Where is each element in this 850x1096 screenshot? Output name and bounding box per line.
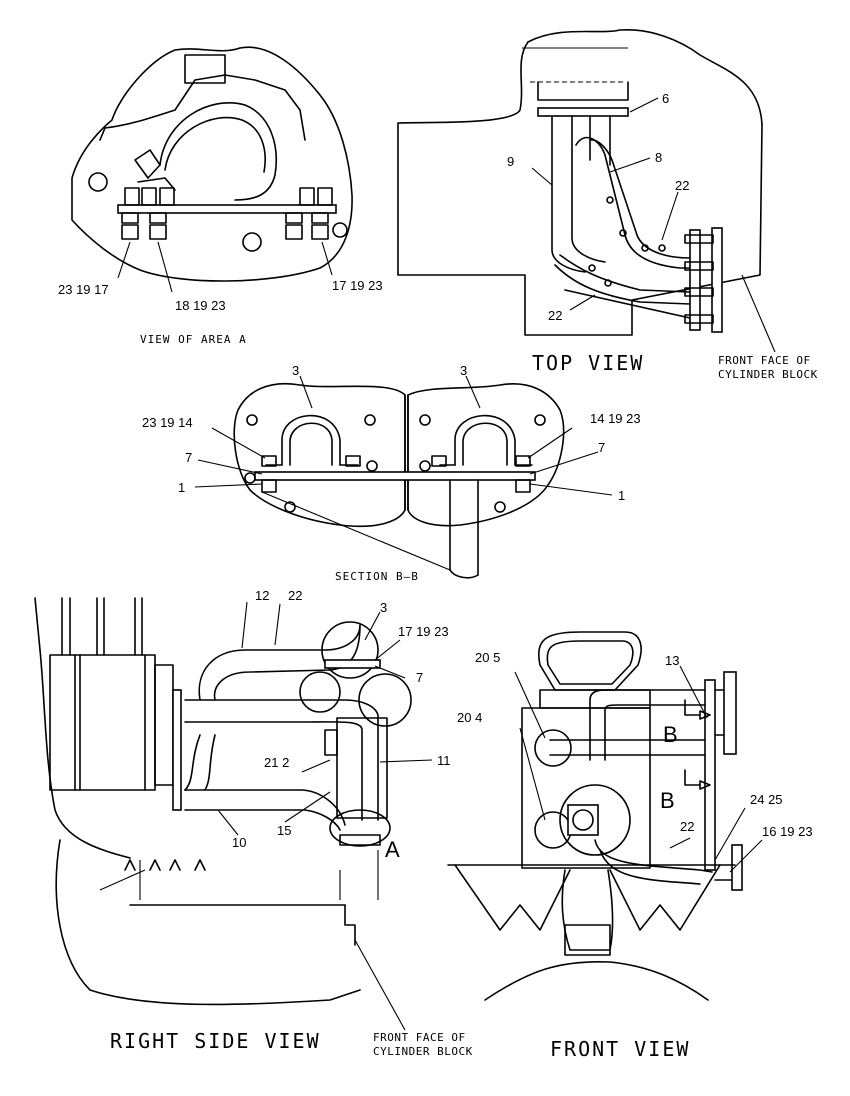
right-side-note-line1: FRONT FACE OF: [373, 1031, 466, 1044]
callout-rs-7: 7: [416, 670, 423, 685]
callout-fv-20-5: 20 5: [475, 650, 500, 665]
section-b-letter-upper: B: [663, 722, 678, 747]
callout-bb-1b: 1: [618, 488, 625, 503]
view-of-area-a-title: VIEW OF AREA A: [140, 333, 247, 346]
callout-bb-3a: 3: [292, 363, 299, 378]
top-view-note-line2: CYLINDER BLOCK: [718, 368, 818, 381]
right-side-view-title: RIGHT SIDE VIEW: [110, 1029, 321, 1053]
top-view-note-line1: FRONT FACE OF: [718, 354, 811, 367]
callout-top-6: 6: [662, 91, 669, 106]
section-b-letter-lower: B: [660, 788, 675, 813]
section-b-b: 3 3 23 19 14 14 19 23 7 7 1 1 SECTION B–…: [142, 363, 641, 583]
callout-top-22b: 22: [548, 308, 562, 323]
callout-rs-10: 10: [232, 835, 246, 850]
area-a-letter: A: [385, 837, 400, 862]
front-view-title: FRONT VIEW: [550, 1037, 690, 1061]
front-view: 20 5 20 4 13 22 24 25 16 19 23 B B FRONT…: [447, 631, 813, 1061]
callout-bb-3b: 3: [460, 363, 467, 378]
callout-bb-1a: 1: [178, 480, 185, 495]
top-view-title: TOP VIEW: [532, 351, 644, 375]
callout-top-22a: 22: [675, 178, 689, 193]
section-b-b-title: SECTION B–B: [335, 570, 419, 583]
callout-area-a-mid: 18 19 23: [175, 298, 226, 313]
callout-rs-22: 22: [288, 588, 302, 603]
callout-fv-24-25: 24 25: [750, 792, 783, 807]
callout-bb-7b: 7: [598, 440, 605, 455]
callout-bb-7a: 7: [185, 450, 192, 465]
callout-rs-11: 11: [437, 753, 451, 768]
right-side-note-line2: CYLINDER BLOCK: [373, 1045, 473, 1058]
callout-fv-22: 22: [680, 819, 694, 834]
callout-top-8: 8: [655, 150, 662, 165]
callout-rs-15: 15: [277, 823, 291, 838]
callout-top-9: 9: [507, 154, 514, 169]
callout-area-a-left: 23 19 17: [58, 282, 109, 297]
right-side-view: 12 22 3 17 19 23 7 11 21 2 15 10 A RIGHT…: [34, 588, 473, 1058]
callout-rs-21-2: 21 2: [264, 755, 289, 770]
callout-rs-17-19-23: 17 19 23: [398, 624, 449, 639]
callout-fv-13: 13: [665, 653, 679, 668]
view-of-area-a: 23 19 17 18 19 23 17 19 23 VIEW OF AREA …: [58, 46, 383, 346]
callout-rs-3: 3: [380, 600, 387, 615]
callout-area-a-right: 17 19 23: [332, 278, 383, 293]
callout-fv-16-19-23: 16 19 23: [762, 824, 813, 839]
callout-fv-20-4: 20 4: [457, 710, 482, 725]
callout-rs-12: 12: [255, 588, 269, 603]
callout-bb-left-stack: 23 19 14: [142, 415, 193, 430]
top-view: 6 9 8 22 22 TOP VIEW FRONT FACE OF CYLIN…: [397, 29, 818, 381]
callout-bb-right-stack: 14 19 23: [590, 411, 641, 426]
